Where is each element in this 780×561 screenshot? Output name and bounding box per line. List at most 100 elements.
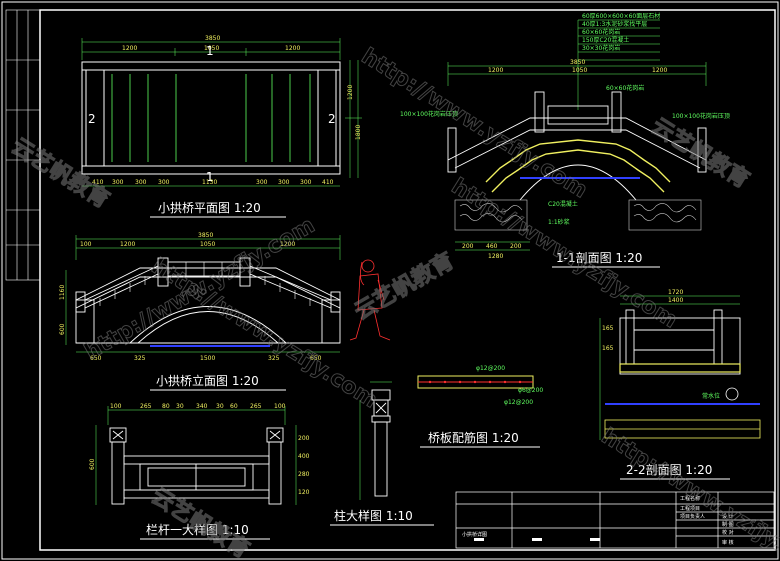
- svg-text:云艺帆教育: 云艺帆教育: [7, 133, 114, 213]
- svg-text:1050: 1050: [200, 241, 215, 248]
- svg-text:200: 200: [298, 435, 310, 442]
- svg-text:1:1砂浆: 1:1砂浆: [548, 218, 570, 226]
- svg-text:60×60花岗岩: 60×60花岗岩: [606, 84, 644, 92]
- svg-text:325: 325: [134, 355, 146, 362]
- section11-title: 1-1剖面图 1:20: [556, 251, 642, 265]
- svg-text:150厚C20混凝土: 150厚C20混凝土: [582, 36, 629, 44]
- svg-text:165: 165: [602, 345, 614, 352]
- svg-text:400: 400: [298, 453, 310, 460]
- title-block: [455, 491, 775, 549]
- svg-text:http://www.yzfjy.com: http://www.yzfjy.com: [597, 424, 780, 561]
- svg-text:265: 265: [140, 403, 152, 410]
- svg-text:3850: 3850: [570, 59, 585, 66]
- svg-text:300: 300: [112, 179, 124, 186]
- binding-strip: [5, 9, 41, 281]
- svg-text:常水位: 常水位: [702, 392, 720, 400]
- svg-text:340: 340: [196, 403, 208, 410]
- section-mark-1-bottom: 1: [206, 170, 214, 184]
- svg-text:3850: 3850: [198, 232, 213, 239]
- svg-text:650: 650: [90, 355, 102, 362]
- railing-title: 栏杆一大样图 1:10: [146, 522, 249, 537]
- svg-text:1130: 1130: [202, 179, 217, 186]
- svg-text:工程项目: 工程项目: [680, 505, 700, 512]
- svg-text:1280: 1280: [488, 253, 503, 260]
- svg-text:200: 200: [462, 243, 474, 250]
- svg-text:φ12@200: φ12@200: [476, 365, 505, 372]
- section-1-1: 60厚600×600×60面层石材 40厚1:3水泥砂浆找平层 60×60花岗岩…: [400, 12, 730, 268]
- section22-title: 2-2剖面图 1:20: [626, 463, 712, 477]
- svg-text:200: 200: [510, 243, 522, 250]
- railing-detail: 100 265 80 30 340 30 60 265 100 600 200 …: [89, 403, 310, 540]
- svg-text:600: 600: [89, 458, 96, 470]
- svg-text:100: 100: [80, 241, 92, 248]
- svg-text:265: 265: [250, 403, 262, 410]
- column-detail: 柱大样图 1:10: [330, 381, 434, 526]
- svg-text:300: 300: [300, 179, 312, 186]
- svg-text:30: 30: [176, 403, 184, 410]
- section11-left-note: 100×100花岗岩压顶: [400, 110, 458, 118]
- svg-text:φ6@200: φ6@200: [518, 387, 543, 394]
- svg-text:制 图: 制 图: [722, 521, 734, 528]
- section-mark-2-right: 2: [328, 112, 336, 126]
- svg-text:1050: 1050: [572, 67, 587, 74]
- svg-text:410: 410: [322, 179, 334, 186]
- svg-text:设 计: 设 计: [722, 513, 734, 520]
- svg-text:100: 100: [274, 403, 286, 410]
- rebar-title: 桥板配筋图 1:20: [428, 430, 519, 445]
- svg-text:1200: 1200: [120, 241, 135, 248]
- plan-view: 3850 1200 1050 1200 1 1 2 2 410 300: [81, 35, 362, 218]
- svg-text:650: 650: [310, 355, 322, 362]
- watermarks: http://www.yzfjy.com http://www.yzfjy.co…: [6, 43, 780, 561]
- svg-text:1200: 1200: [280, 241, 295, 248]
- svg-text:100×100花岗岩压顶: 100×100花岗岩压顶: [672, 112, 730, 120]
- section-mark-1-top: 1: [206, 44, 214, 58]
- svg-text:100: 100: [110, 403, 122, 410]
- svg-text:300: 300: [158, 179, 170, 186]
- svg-text:云艺帆教育: 云艺帆教育: [350, 248, 458, 326]
- drawing-name: 小拱桥详图: [462, 531, 487, 538]
- elevation-title: 小拱桥立面图 1:20: [156, 373, 259, 388]
- svg-text:60厚600×600×60面层石材: 60厚600×600×60面层石材: [582, 12, 660, 20]
- svg-text:300: 300: [256, 179, 268, 186]
- svg-text:1720: 1720: [668, 289, 683, 296]
- svg-text:1160: 1160: [59, 285, 66, 300]
- elevation-view: 3850 100 1200 1050 1200 1160 600: [59, 232, 391, 391]
- scale-figure: [349, 259, 391, 341]
- svg-text:校 对: 校 对: [722, 529, 734, 536]
- svg-text:60×60花岗岩: 60×60花岗岩: [582, 28, 620, 36]
- svg-text:项目负责人: 项目负责人: [680, 513, 705, 520]
- svg-text:40厚1:3水泥砂浆找平层: 40厚1:3水泥砂浆找平层: [582, 20, 647, 28]
- column-title: 柱大样图 1:10: [334, 508, 413, 523]
- plan-title: 小拱桥平面图 1:20: [158, 201, 261, 215]
- svg-text:审 核: 审 核: [722, 539, 734, 546]
- svg-text:410: 410: [92, 179, 104, 186]
- svg-text:60: 60: [230, 403, 238, 410]
- section-mark-2-left: 2: [88, 112, 96, 126]
- svg-text:1400: 1400: [668, 297, 683, 304]
- svg-text:1200: 1200: [488, 67, 503, 74]
- plan-bottom-dims: 410 300 300 300 1130 300 300 300 410: [92, 179, 334, 186]
- svg-text:http://www.yzfjy.com: http://www.yzfjy.com: [447, 174, 682, 334]
- svg-text:30×30花岗岩: 30×30花岗岩: [582, 44, 620, 52]
- plan-dim-left: 1200: [122, 45, 137, 52]
- svg-text:120: 120: [298, 489, 310, 496]
- svg-text:300: 300: [278, 179, 290, 186]
- svg-text:1200: 1200: [652, 67, 667, 74]
- svg-text:165: 165: [602, 325, 614, 332]
- svg-text:云艺帆教育: 云艺帆教育: [647, 113, 754, 193]
- plan-dim-right: 1200: [285, 45, 300, 52]
- section-2-2: 1720 1400 165 165 常水位 2-2剖面图 1:20: [599, 289, 761, 480]
- plan-dim-mid: 1050: [204, 45, 219, 52]
- svg-text:300: 300: [135, 179, 147, 186]
- plan-side-dim-1: 1200: [347, 85, 354, 100]
- rebar-detail: φ12@200 φ6@200 φ12@200 桥板配筋图 1:20: [417, 365, 543, 448]
- svg-text:600: 600: [59, 323, 66, 335]
- svg-text:80: 80: [162, 403, 170, 410]
- svg-text:工程名称: 工程名称: [680, 495, 700, 502]
- svg-text:1500: 1500: [200, 355, 215, 362]
- svg-text:280: 280: [298, 471, 310, 478]
- plan-side-dim-2: 1800: [355, 125, 362, 140]
- svg-text:φ12@200: φ12@200: [504, 399, 533, 406]
